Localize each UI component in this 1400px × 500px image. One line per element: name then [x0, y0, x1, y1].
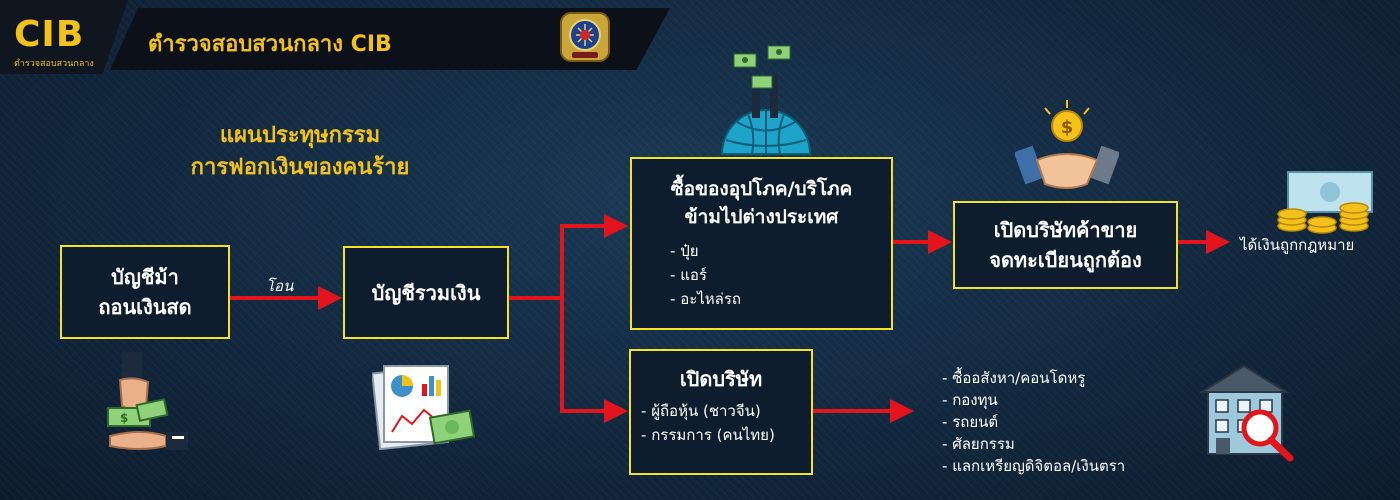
- arrowhead-trading-company: [928, 230, 952, 254]
- arrowhead-open-company: [604, 399, 628, 423]
- report-charts-icon: [372, 365, 476, 450]
- node-open-company: เปิดบริษัท ผู้ถือหุ้น (ชาวจีน) กรรมการ (…: [629, 349, 813, 475]
- arrowhead-legal-money: [1206, 230, 1230, 254]
- buy-goods-item: อะไหล่รถ: [670, 287, 891, 311]
- diagram-title-line2: การฟอกเงินของคนร้าย: [190, 155, 410, 180]
- police-badge-icon: [560, 12, 610, 62]
- open-company-item: ผู้ถือหุ้น (ชาวจีน): [641, 399, 811, 423]
- node-collection-account-label: บัญชีรวมเงิน: [371, 280, 481, 305]
- node-trading-company-line1: เปิดบริษัทค้าขาย: [993, 218, 1138, 242]
- cib-logo-subtitle: ตำรวจสอบสวนกลาง: [14, 59, 94, 69]
- node-open-trading-company: เปิดบริษัทค้าขาย จดทะเบียนถูกต้อง: [953, 201, 1178, 289]
- house-search-icon: [1198, 364, 1294, 462]
- node-open-company-title: เปิดบริษัท: [679, 367, 763, 391]
- buy-goods-item: ปุ๋ย: [670, 239, 891, 263]
- svg-text:$: $: [1061, 117, 1074, 138]
- asset-item: รถยนต์: [942, 411, 1125, 433]
- edge-label-transfer: โอน: [266, 277, 294, 295]
- diagram-title: แผนประทุษกรรม การฟอกเงินของคนร้าย: [130, 120, 470, 184]
- node-open-company-list: ผู้ถือหุ้น (ชาวจีน) กรรมการ (คนไทย): [641, 399, 811, 447]
- diagram-title-line1: แผนประทุษกรรม: [219, 123, 381, 148]
- buy-goods-item: แอร์: [670, 263, 891, 287]
- node-mule-account: บัญชีม้า ถอนเงินสด: [60, 245, 230, 339]
- asset-item: ศัลยกรรม: [942, 433, 1125, 455]
- open-company-item: กรรมการ (คนไทย): [641, 423, 811, 447]
- node-trading-company-line2: จดทะเบียนถูกต้อง: [989, 248, 1142, 272]
- asset-item: แลกเหรียญดิจิตอล/เงินตรา: [942, 455, 1125, 477]
- globe-money-icon: [720, 45, 812, 155]
- arrowhead-assets: [890, 399, 914, 423]
- cash-withdraw-icon: $: [107, 352, 188, 450]
- header-bar: CIB ตำรวจสอบสวนกลาง ตำรวจสอบสวนกลาง CIB: [0, 0, 1400, 74]
- outcome-assets-list: ซื้ออสังหา/คอนโดหรู กองทุน รถยนต์ ศัลยกร…: [942, 367, 1125, 477]
- logo-plate: [0, 0, 128, 74]
- node-mule-account-line2: ถอนเงินสด: [98, 295, 192, 319]
- node-collection-account: บัญชีรวมเงิน: [343, 246, 509, 339]
- node-buy-goods-line1: ซื้อของอุปโภค/บริโภค: [670, 178, 853, 200]
- node-mule-account-line1: บัญชีม้า: [111, 265, 179, 289]
- asset-item: กองทุน: [942, 389, 1125, 411]
- node-buy-goods-line2: ข้ามไปต่างประเทศ: [684, 206, 839, 228]
- node-buy-goods-list: ปุ๋ย แอร์ อะไหล่รถ: [670, 239, 891, 311]
- coins-banknote-icon: [1277, 171, 1373, 234]
- svg-text:$: $: [120, 411, 128, 425]
- cib-logo: CIB: [14, 14, 85, 55]
- arrowhead-transfer: [318, 286, 342, 310]
- handshake-coin-icon: $: [1015, 100, 1119, 189]
- asset-item: ซื้ออสังหา/คอนโดหรู: [942, 367, 1125, 389]
- header-title: ตำรวจสอบสวนกลาง CIB: [148, 32, 392, 57]
- outcome-legal-money: ได้เงินถูกกฎหมาย: [1240, 236, 1355, 254]
- arrowhead-buy-goods: [604, 214, 628, 238]
- node-buy-goods: ซื้อของอุปโภค/บริโภค ข้ามไปต่างประเทศ ปุ…: [630, 157, 893, 330]
